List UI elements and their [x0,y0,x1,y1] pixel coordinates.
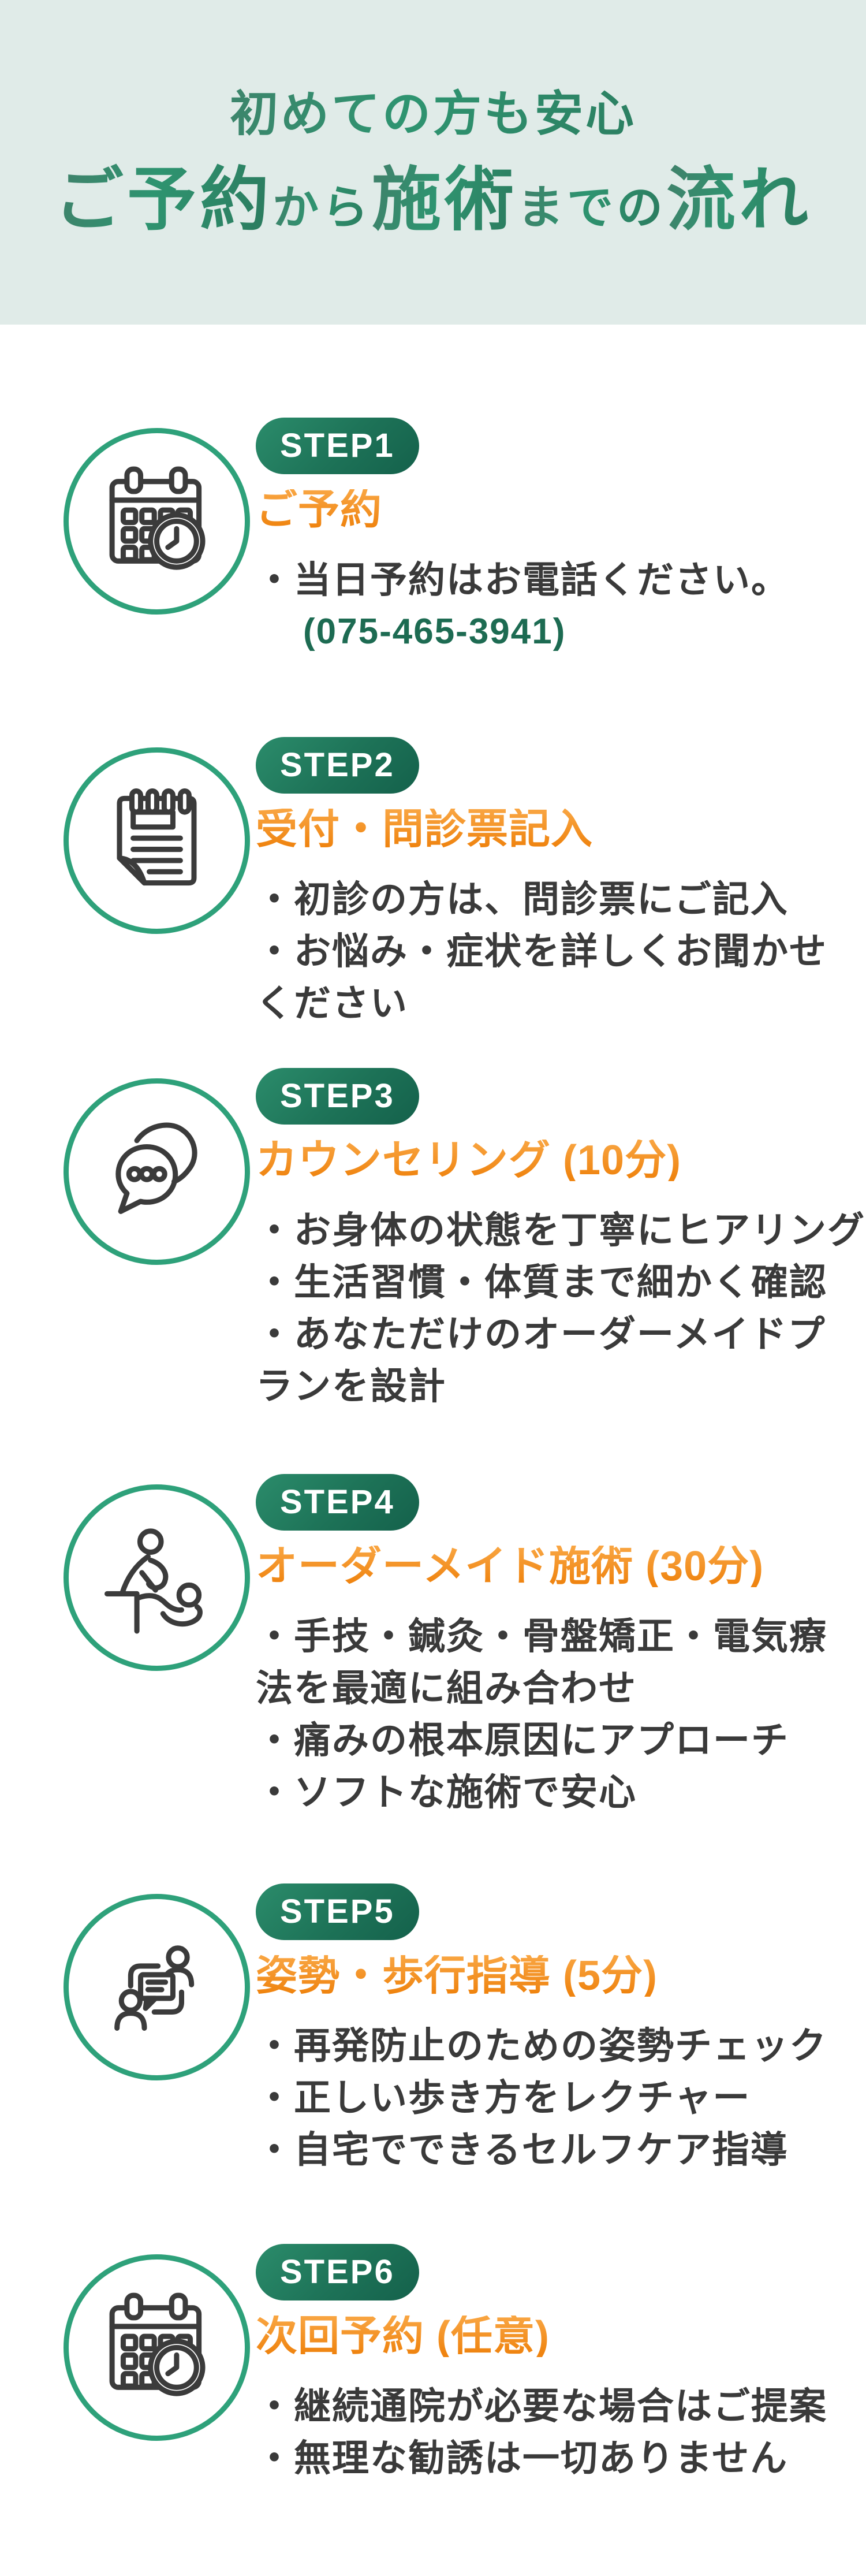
page-header: 初めての方も安心 ご予約から施術までの流れ [0,0,866,325]
step4-line: ・痛みの根本原因にアプローチ [256,1719,789,1761]
step2-description: ・初診の方は、問診票にご記入 ・お悩み・症状を詳しくお聞かせ ください [256,873,850,1029]
step2-line: ・初診の方は、問診票にご記入 [256,878,789,920]
step6-description: ・継続通院が必要な場合はご提案 ・無理な勧誘は一切ありません [256,2380,850,2484]
step2-badge: STEP2 [256,737,419,794]
step6-title: 次回予約 (任意) [256,2316,850,2357]
step4-badge: STEP4 [256,1474,419,1531]
step-section-3: STEP3 カウンセリング (10分) ・お身体の状態を丁寧にヒアリング ・生活… [0,1068,866,1412]
step4-title: オーダーメイド施術 (30分) [256,1546,850,1587]
step3-description: ・お身体の状態を丁寧にヒアリング ・生活習慣・体質まで細かく確認 ・あなただけの… [256,1204,865,1412]
step3-line: ランを設計 [256,1365,446,1407]
title-segment: までの [517,182,666,233]
step3-icon-circle [64,1078,250,1265]
people-discussion-icon [114,1945,195,2031]
step2-title: 受付・問診票記入 [256,809,850,850]
calendar-clock-icon [109,466,206,570]
step3-line: ・あなただけのオーダーメイドプ [256,1313,826,1355]
step5-line: ・正しい歩き方をレクチャー [256,2077,751,2119]
step2-line: ください [256,982,408,1024]
step1-icon-circle [64,428,250,615]
step4-line: 法を最適に組み合わせ [256,1667,637,1709]
massage-icon [104,1528,203,1634]
step1-badge: STEP1 [256,418,419,474]
step-section-6: STEP6 次回予約 (任意) ・継続通院が必要な場合はご提案 ・無理な勧誘は一… [0,2244,866,2484]
step1-phone-number: (075-465-3941) [303,612,566,652]
step3-title: カウンセリング (10分) [256,1140,850,1181]
calendar-clock-icon [109,2292,206,2396]
step3-badge: STEP3 [256,1068,419,1125]
step4-description: ・手技・鍼灸・骨盤矯正・電気療 法を最適に組み合わせ ・痛みの根本原因にアプロー… [256,1610,850,1818]
step-section-4: STEP4 オーダーメイド施術 (30分) ・手技・鍼灸・骨盤矯正・電気療 法を… [0,1474,866,1818]
step5-line: ・再発防止のための姿勢チェック [256,2025,827,2067]
step2-icon-circle [64,747,250,934]
step-section-5: STEP5 姿勢・歩行指導 (5分) ・再発防止のための姿勢チェック ・正しい歩… [0,1883,866,2176]
step6-line: ・継続通院が必要な場合はご提案 [256,2385,827,2427]
title-segment: ご予約 [54,161,273,239]
header-badge: 初めての方も安心 [177,75,689,152]
title-segment: 施術 [372,161,517,239]
step6-badge: STEP6 [256,2244,419,2300]
step2-line: ・お悩み・症状を詳しくお聞かせ [256,930,827,972]
page-title: ご予約から施術までの流れ [0,162,866,238]
step1-line: ・当日予約はお電話ください。 [256,559,789,601]
title-segment: から [273,182,372,233]
notepad-icon [117,788,197,886]
step3-line: ・お身体の状態を丁寧にヒアリング [256,1209,865,1251]
step4-icon-circle [64,1484,250,1671]
step4-line: ・ソフトな施術で安心 [256,1771,637,1813]
step4-line: ・手技・鍼灸・骨盤矯正・電気療 [256,1615,827,1657]
step5-description: ・再発防止のための姿勢チェック ・正しい歩き方をレクチャー ・自宅でできるセルフ… [256,2020,850,2176]
step5-line: ・自宅でできるセルフケア指導 [256,2129,789,2171]
title-segment: 流れ [666,161,812,239]
step5-icon-circle [64,1894,250,2080]
chat-bubbles-icon [115,1122,197,1214]
step5-badge: STEP5 [256,1883,419,1940]
step6-icon-circle [64,2254,250,2441]
step-section-2: STEP2 受付・問診票記入 ・初診の方は、問診票にご記入 ・お悩み・症状を詳し… [0,737,866,1029]
step3-line: ・生活習慣・体質まで細かく確認 [256,1261,827,1303]
step6-line: ・無理な勧誘は一切ありません [256,2437,789,2479]
step5-title: 姿勢・歩行指導 (5分) [256,1955,850,1997]
step1-description: ・当日予約はお電話ください。 (075-465-3941) [256,554,850,658]
step-section-1: STEP1 ご予約 ・当日予約はお電話ください。 (075-465-3941) [0,418,866,658]
step1-title: ご予約 [256,489,850,531]
